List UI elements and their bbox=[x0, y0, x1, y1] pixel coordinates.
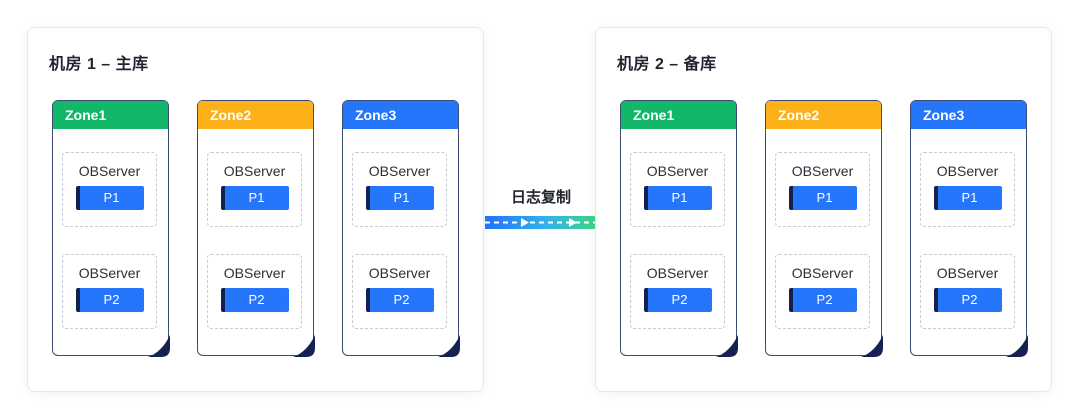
observer-label: OBServer bbox=[223, 163, 286, 179]
observer-label: OBServer bbox=[223, 265, 286, 281]
observer-box: OBServer P1 bbox=[630, 152, 725, 227]
observer-label: OBServer bbox=[936, 265, 999, 281]
observer-label: OBServer bbox=[78, 163, 141, 179]
folded-corner-icon bbox=[147, 334, 170, 357]
partition-chip: P2 bbox=[643, 288, 712, 312]
observer-box: OBServer P1 bbox=[62, 152, 157, 227]
observer-label: OBServer bbox=[936, 163, 999, 179]
observer-label: OBServer bbox=[646, 163, 709, 179]
observer-label: OBServer bbox=[791, 163, 854, 179]
partition-chip: P1 bbox=[933, 186, 1002, 210]
zone-card-zone2: Zone2 OBServer P1 OBServer P2 bbox=[765, 100, 883, 357]
partition-chip: P2 bbox=[788, 288, 857, 312]
observer-box: OBServer P1 bbox=[207, 152, 302, 227]
observer-label: OBServer bbox=[368, 265, 431, 281]
observer-box: OBServer P1 bbox=[775, 152, 870, 227]
observer-box: OBServer P2 bbox=[630, 254, 725, 329]
partition-chip: P2 bbox=[220, 288, 289, 312]
observer-box: OBServer P2 bbox=[775, 254, 870, 329]
partition-chip: P2 bbox=[933, 288, 1002, 312]
folded-corner-icon bbox=[1005, 334, 1028, 357]
datacenter-title: 机房 1 – 主库 bbox=[49, 56, 149, 73]
observer-box: OBServer P1 bbox=[920, 152, 1015, 227]
zone-header: Zone1 bbox=[53, 101, 168, 129]
observer-box: OBServer P2 bbox=[207, 254, 302, 329]
zone-header: Zone3 bbox=[911, 101, 1026, 129]
zone-card-zone1: Zone1 OBServer P1 OBServer P2 bbox=[52, 100, 170, 357]
partition-chip: P2 bbox=[365, 288, 434, 312]
folded-corner-icon bbox=[437, 334, 460, 357]
observer-box: OBServer P2 bbox=[920, 254, 1015, 329]
replication-link: 日志复制 bbox=[485, 186, 597, 229]
observer-box: OBServer P2 bbox=[62, 254, 157, 329]
observer-label: OBServer bbox=[368, 163, 431, 179]
partition-chip: P1 bbox=[365, 186, 434, 210]
replication-label: 日志复制 bbox=[510, 189, 571, 206]
replication-arrow-band bbox=[485, 216, 597, 229]
zone-header: Zone3 bbox=[343, 101, 458, 129]
observer-label: OBServer bbox=[78, 265, 141, 281]
observer-box: OBServer P2 bbox=[352, 254, 447, 329]
zone-card-zone1: Zone1 OBServer P1 OBServer P2 bbox=[620, 100, 738, 357]
datacenter-title: 机房 2 – 备库 bbox=[617, 56, 717, 73]
zone-row: Zone1 OBServer P1 OBServer P2 Zone2 OBSe… bbox=[620, 100, 1028, 357]
partition-chip: P1 bbox=[788, 186, 857, 210]
zone-row: Zone1 OBServer P1 OBServer P2 Zone2 OBSe… bbox=[52, 100, 460, 357]
datacenter-primary: 机房 1 – 主库 Zone1 OBServer P1 OBServer P2 … bbox=[27, 27, 484, 392]
zone-header: Zone2 bbox=[198, 101, 313, 129]
zone-card-zone2: Zone2 OBServer P1 OBServer P2 bbox=[197, 100, 315, 357]
observer-label: OBServer bbox=[646, 265, 709, 281]
zone-card-zone3: Zone3 OBServer P1 OBServer P2 bbox=[342, 100, 460, 357]
zone-header: Zone2 bbox=[766, 101, 881, 129]
datacenter-standby: 机房 2 – 备库 Zone1 OBServer P1 OBServer P2 … bbox=[595, 27, 1052, 392]
observer-label: OBServer bbox=[791, 265, 854, 281]
zone-header: Zone1 bbox=[621, 101, 736, 129]
zone-card-zone3: Zone3 OBServer P1 OBServer P2 bbox=[910, 100, 1028, 357]
partition-chip: P1 bbox=[75, 186, 144, 210]
folded-corner-icon bbox=[860, 334, 883, 357]
partition-chip: P1 bbox=[220, 186, 289, 210]
partition-chip: P2 bbox=[75, 288, 144, 312]
dashed-arrow-icon bbox=[485, 218, 597, 227]
folded-corner-icon bbox=[292, 334, 315, 357]
observer-box: OBServer P1 bbox=[352, 152, 447, 227]
partition-chip: P1 bbox=[643, 186, 712, 210]
folded-corner-icon bbox=[715, 334, 738, 357]
